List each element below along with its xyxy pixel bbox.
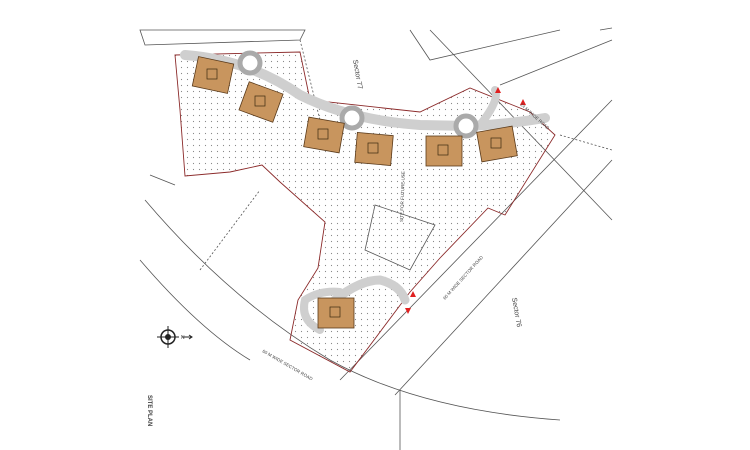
future-site-label: SITE FOR FUTURE USE <box>399 171 406 222</box>
road-60m-label-b: 60 M WIDE SECTOR ROAD <box>442 254 484 300</box>
sector-76-label: Sector 76 <box>510 297 522 328</box>
roundabouts <box>237 50 479 139</box>
north-arrow-icon <box>157 326 193 348</box>
sector-77-label: Sector 77 <box>351 59 363 90</box>
building-7 <box>317 297 355 329</box>
entry-markers <box>405 87 526 314</box>
drawing-title: SITE PLAN <box>146 395 152 426</box>
road-60m-label-a: 60 M WIDE SECTOR ROAD <box>262 349 315 382</box>
buildings <box>191 56 518 329</box>
north-label: N <box>181 335 185 341</box>
building-1 <box>191 56 235 94</box>
building-6 <box>476 125 518 163</box>
building-2 <box>238 81 284 123</box>
building-3 <box>303 116 345 154</box>
building-5 <box>425 135 463 167</box>
building-cores <box>206 68 502 318</box>
building-4 <box>354 132 394 166</box>
